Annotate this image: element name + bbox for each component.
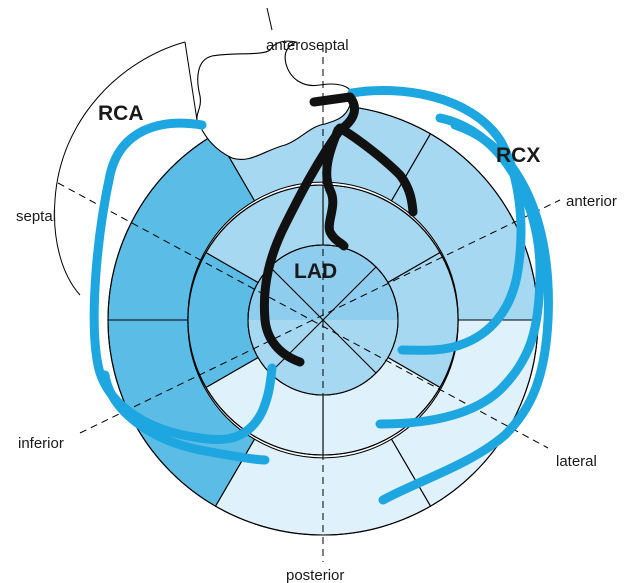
label-anteroseptal: anteroseptal — [266, 37, 349, 54]
label-septal: septal — [16, 208, 56, 225]
label-rca: RCA — [98, 102, 144, 125]
heart-outline-tick-top — [267, 8, 272, 30]
label-rcx: RCX — [496, 144, 540, 167]
label-posterior: posterior — [286, 567, 344, 583]
label-anterior: anterior — [566, 193, 617, 210]
label-inferior: inferior — [18, 435, 64, 452]
label-lad: LAD — [294, 260, 337, 283]
heart-outline-tick — [185, 42, 197, 120]
label-lateral: lateral — [556, 453, 597, 470]
